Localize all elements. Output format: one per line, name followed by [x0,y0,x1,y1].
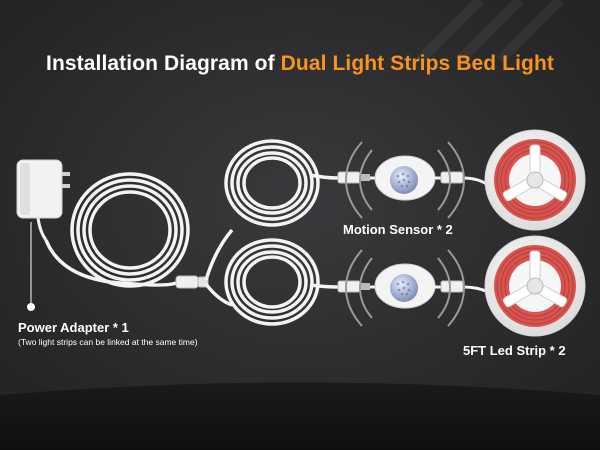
upper-cable-coil [204,139,339,281]
title-highlight: Dual Light Strips Bed Light [280,52,554,75]
led-strip-reel-lower [484,235,586,337]
motion-sensor-lower [337,249,489,327]
power-adapter-note: (Two light strips can be linked at the s… [18,337,198,347]
floor-shape [0,382,600,450]
adapter-pointer [27,222,35,311]
led-strip-reel-upper [484,129,586,231]
power-adapter-icon [16,159,70,241]
lower-cable-coil [204,238,339,326]
power-adapter-label: Power Adapter * 1 [18,320,129,335]
splitter-connector [175,275,209,289]
motion-sensor-upper [337,141,489,219]
page-title: Installation Diagram of Dual Light Strip… [0,52,600,76]
motion-sensor-label: Motion Sensor * 2 [343,222,453,237]
led-strip-label: 5FT Led Strip * 2 [463,343,566,358]
title-prefix: Installation Diagram of [46,52,281,75]
corner-stripes [416,0,564,64]
adapter-cable-coil [44,172,190,288]
